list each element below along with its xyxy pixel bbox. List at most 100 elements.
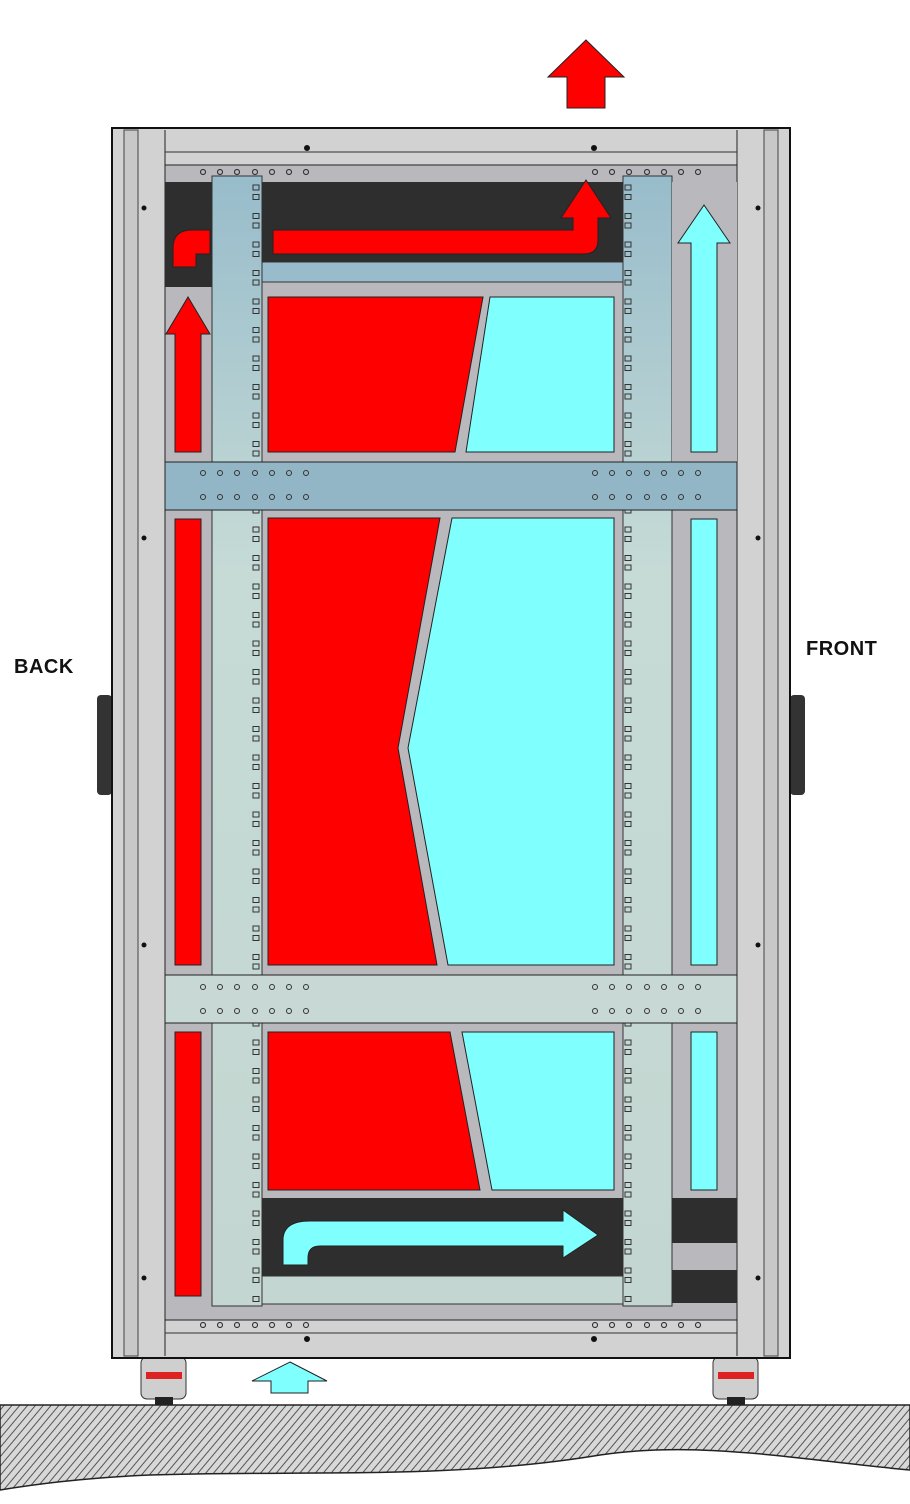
rack-hole xyxy=(624,1096,632,1103)
bolt-hole xyxy=(286,1322,292,1328)
hot-air-elbow-icon xyxy=(172,229,211,268)
bolt-hole xyxy=(644,169,650,175)
bolt-hole xyxy=(661,1322,667,1328)
bolt-hole xyxy=(303,984,309,990)
rack-hole xyxy=(252,821,260,827)
rack-hole xyxy=(624,678,632,685)
rack-hole xyxy=(624,1125,632,1131)
rack-hole xyxy=(252,1277,260,1283)
bolt-hole xyxy=(661,1008,667,1014)
bolt-hole xyxy=(286,169,292,175)
rack-hole xyxy=(252,279,260,286)
leveling-foot-left xyxy=(140,1356,187,1405)
rack-hole xyxy=(252,583,260,590)
rack-hole xyxy=(252,783,260,789)
bolt-hole xyxy=(286,470,292,476)
rack-hole xyxy=(624,840,632,846)
rack-hole xyxy=(252,1239,260,1245)
hot-air-top-duct-arrow-icon xyxy=(272,179,612,255)
rack-hole xyxy=(252,1248,260,1255)
bolt-hole xyxy=(626,470,632,476)
rack-hole xyxy=(624,906,632,913)
rack-hole xyxy=(252,1210,260,1217)
bolt-hole xyxy=(626,169,632,175)
crossbar-lower xyxy=(164,974,738,1024)
rack-hole xyxy=(624,583,632,590)
rack-hole xyxy=(252,355,260,362)
rack-hole xyxy=(624,935,632,941)
bolt-hole xyxy=(269,494,275,500)
bolt-hole xyxy=(609,494,615,500)
rack-hole xyxy=(252,384,260,390)
rack-hole xyxy=(624,593,632,599)
bolt-hole xyxy=(644,984,650,990)
rack-hole xyxy=(252,298,260,305)
rack-hole xyxy=(252,213,260,219)
rack-hole xyxy=(624,1296,632,1302)
rack-hole xyxy=(252,1068,260,1074)
rack-hole xyxy=(252,640,260,647)
rack-hole xyxy=(252,840,260,846)
bolt-hole xyxy=(234,1008,240,1014)
rack-hole xyxy=(624,849,632,856)
handle-back xyxy=(97,695,112,795)
rack-hole xyxy=(252,878,260,884)
rack-hole xyxy=(252,365,260,371)
rack-hole xyxy=(252,612,260,618)
rack-hole xyxy=(624,393,632,400)
bolt-hole xyxy=(217,1322,223,1328)
rack-hole xyxy=(252,526,260,533)
bolt-hole xyxy=(252,1008,258,1014)
bolt-hole xyxy=(644,470,650,476)
rack-hole xyxy=(624,564,632,571)
rack-hole xyxy=(624,640,632,647)
bolt-hole xyxy=(592,1008,598,1014)
hot-air-up-arrow-back-icon xyxy=(165,296,211,453)
rack-hole xyxy=(252,1039,260,1046)
bolt-hole xyxy=(661,169,667,175)
bolt-hole xyxy=(661,494,667,500)
rack-hole xyxy=(624,222,632,229)
rack-hole xyxy=(252,954,260,960)
hot-zone-middle xyxy=(267,517,441,966)
bolt-hole xyxy=(609,1008,615,1014)
exhaust-arrow-top-icon xyxy=(546,39,626,109)
bolt-hole xyxy=(217,494,223,500)
rack-hole xyxy=(252,1153,260,1160)
rack-hole xyxy=(624,792,632,799)
bolt-hole xyxy=(269,1008,275,1014)
rack-hole xyxy=(252,1296,260,1302)
rack-hole xyxy=(252,422,260,428)
rack-hole xyxy=(624,726,632,732)
rack-hole xyxy=(252,735,260,742)
hot-zone-top xyxy=(267,296,484,453)
rack-hole xyxy=(624,811,632,818)
rack-hole xyxy=(252,697,260,704)
rack-hole xyxy=(624,697,632,704)
rack-hole xyxy=(252,270,260,276)
bolt-hole xyxy=(592,470,598,476)
bolt-hole xyxy=(695,169,701,175)
bolt-hole xyxy=(695,470,701,476)
rack-hole xyxy=(252,1096,260,1103)
rack-hole xyxy=(624,384,632,390)
rack-hole xyxy=(624,184,632,191)
rack-hole xyxy=(624,1277,632,1283)
rack-hole xyxy=(252,811,260,818)
crossbar-upper xyxy=(164,461,738,511)
rack-hole xyxy=(624,251,632,257)
cold-channel-front-2 xyxy=(690,1031,718,1191)
bolt-hole xyxy=(592,494,598,500)
cold-channel-front-1 xyxy=(690,518,718,966)
rack-hole xyxy=(624,878,632,884)
rack-hole xyxy=(624,669,632,675)
rack-hole xyxy=(624,327,632,333)
rack-hole xyxy=(624,1220,632,1226)
bolt-hole xyxy=(269,169,275,175)
rack-hole xyxy=(624,1239,632,1245)
rack-hole xyxy=(624,1248,632,1255)
bolt-hole xyxy=(695,494,701,500)
bolt-hole xyxy=(644,1008,650,1014)
